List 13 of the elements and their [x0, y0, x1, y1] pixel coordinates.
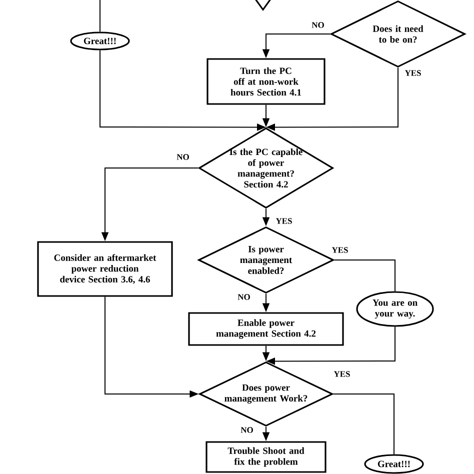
process-box: Enable power management Section 4.2 — [188, 312, 344, 346]
connector-line — [334, 260, 396, 292]
edge-label: YES — [274, 217, 294, 225]
edge-label: NO — [310, 21, 326, 29]
edge-label: YES — [404, 69, 422, 77]
connector-line — [332, 394, 394, 455]
edge-label: YES — [332, 370, 352, 378]
edge-label: NO — [240, 426, 254, 434]
process-box: Turn the PC off at non-work hours Section 4.1 — [206, 58, 326, 105]
edge-label: NO — [236, 293, 252, 301]
process-box: Consider an aftermarket power reduction device Section 3.6, 4.6 — [37, 241, 173, 297]
edge-label: NO — [176, 153, 190, 161]
process-box: Trouble Shoot and fix the problem — [206, 441, 326, 473]
